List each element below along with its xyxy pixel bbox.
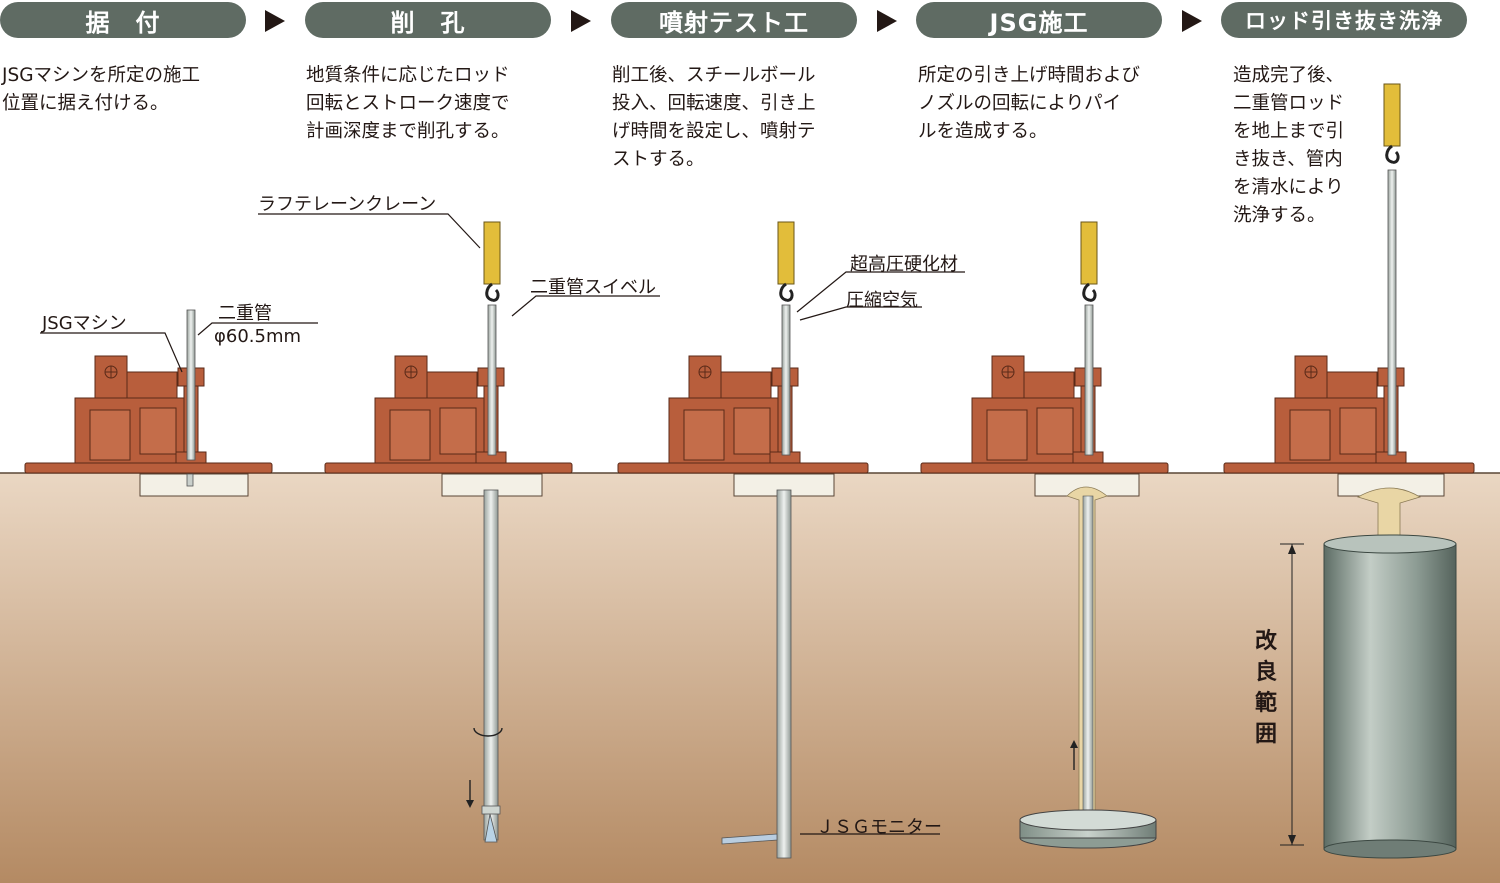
step-title-3: 噴射テスト工 xyxy=(611,2,857,38)
grout-label: 超高圧硬化材 xyxy=(850,254,958,275)
next-arrow-icon xyxy=(877,10,897,32)
step-title-1: 据 付 xyxy=(0,2,246,38)
ground xyxy=(0,473,1500,883)
jsg-machine xyxy=(1274,355,1407,464)
step-desc-5: 造成完了後、 二重管ロッド を地上まで引 き抜き、管内 を清水により 洗浄する。 xyxy=(1233,65,1345,226)
next-arrow-icon xyxy=(265,10,285,32)
step-desc-3: 削工後、スチールボール 投入、回転速度、引き上 げ時間を設定し、噴射テ ストする… xyxy=(612,65,816,170)
step-desc-2: 地質条件に応じたロッド 回転とストローク速度で 計画深度まで削孔する。 xyxy=(306,65,510,142)
pipe-diameter-label: φ60.5mm xyxy=(214,326,302,347)
step-title-5: ロッド引き抜き洗浄 xyxy=(1221,2,1467,38)
jsg-machines xyxy=(74,355,1407,464)
next-arrow-icon xyxy=(1182,10,1202,32)
double-pipe-label: 二重管 xyxy=(218,303,272,324)
ground-pads xyxy=(139,473,1445,497)
machine-base-plates xyxy=(24,462,1475,474)
next-arrow-icon xyxy=(571,10,591,32)
air-label: 圧縮空気 xyxy=(846,290,918,311)
jsg-machine xyxy=(971,355,1104,464)
jsg-machine xyxy=(374,355,507,464)
step-desc-4: 所定の引き上げ時間および ノズルの回転によりパイ ルを造成する。 xyxy=(918,65,1141,142)
jsg-machine xyxy=(668,355,801,464)
monitor-label: ＪＳＧモニター xyxy=(816,817,942,838)
swivel-label: 二重管スイベル xyxy=(530,277,656,298)
step-title-4: JSG施工 xyxy=(916,2,1162,38)
step-title-2: 削 孔 xyxy=(305,2,551,38)
crane-label: ラフテレーンクレーン xyxy=(258,194,437,215)
improved-range-label: 改良範囲 xyxy=(1254,629,1277,747)
machine-label: JSGマシン xyxy=(42,313,127,334)
jsg-machine xyxy=(74,355,207,464)
step-desc-1: JSGマシンを所定の施工 位置に据え付ける。 xyxy=(2,65,201,114)
